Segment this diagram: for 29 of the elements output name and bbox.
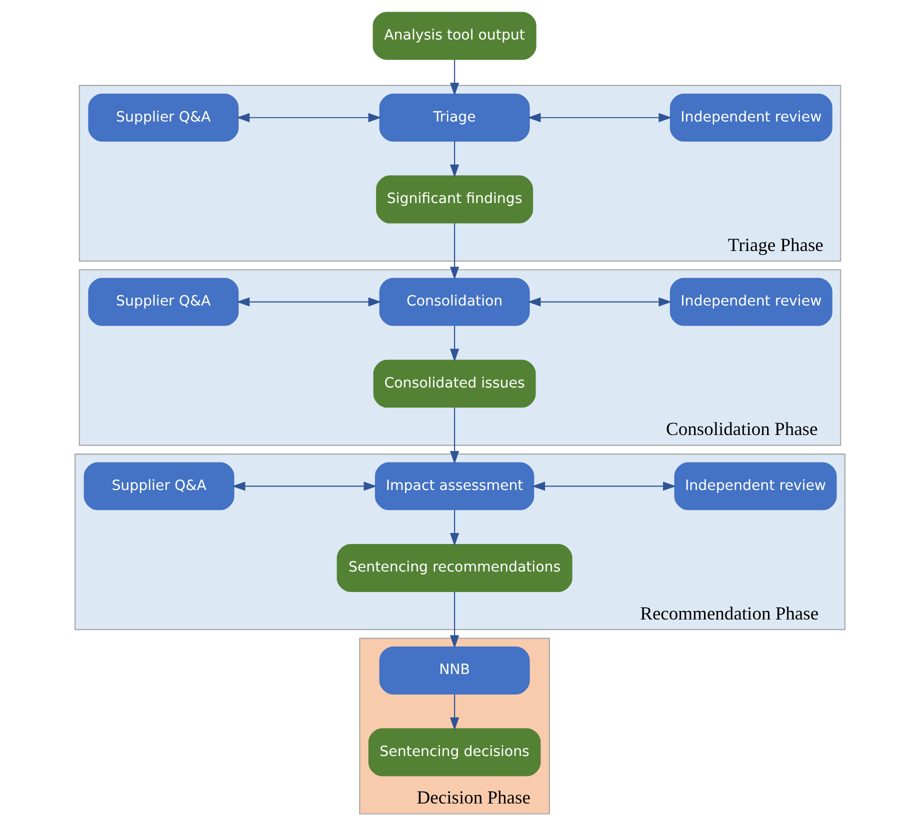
node-box: Supplier Q&A	[83, 462, 234, 510]
node-box: NNB	[378, 646, 530, 694]
node-box: Independent review	[669, 278, 832, 326]
node-box: Supplier Q&A	[88, 278, 238, 326]
arrow	[527, 297, 672, 306]
arrow	[236, 113, 381, 122]
arrow	[232, 482, 376, 491]
arrow	[449, 408, 459, 464]
node-box: Sentencing recommendations	[336, 544, 572, 592]
node-box: Independent review	[669, 94, 832, 142]
node-box: Triage	[378, 94, 530, 142]
arrow	[449, 694, 459, 730]
arrow	[449, 60, 459, 96]
node-box: Consolidated issues	[372, 360, 536, 408]
arrow	[527, 113, 672, 122]
node-box: Analysis tool output	[372, 12, 536, 60]
node-box: Impact assessment	[374, 462, 534, 510]
arrow	[449, 510, 459, 546]
node-box: Supplier Q&A	[88, 94, 238, 142]
node-box: Independent review	[674, 462, 836, 510]
node-box: Sentencing decisions	[368, 728, 540, 776]
arrow	[449, 223, 459, 280]
arrow	[531, 482, 676, 491]
arrow	[449, 326, 459, 362]
node-box: Consolidation	[378, 278, 530, 326]
node-box: Significant findings	[376, 175, 533, 224]
arrow	[449, 141, 459, 178]
arrow	[236, 297, 381, 306]
arrow	[449, 592, 459, 648]
